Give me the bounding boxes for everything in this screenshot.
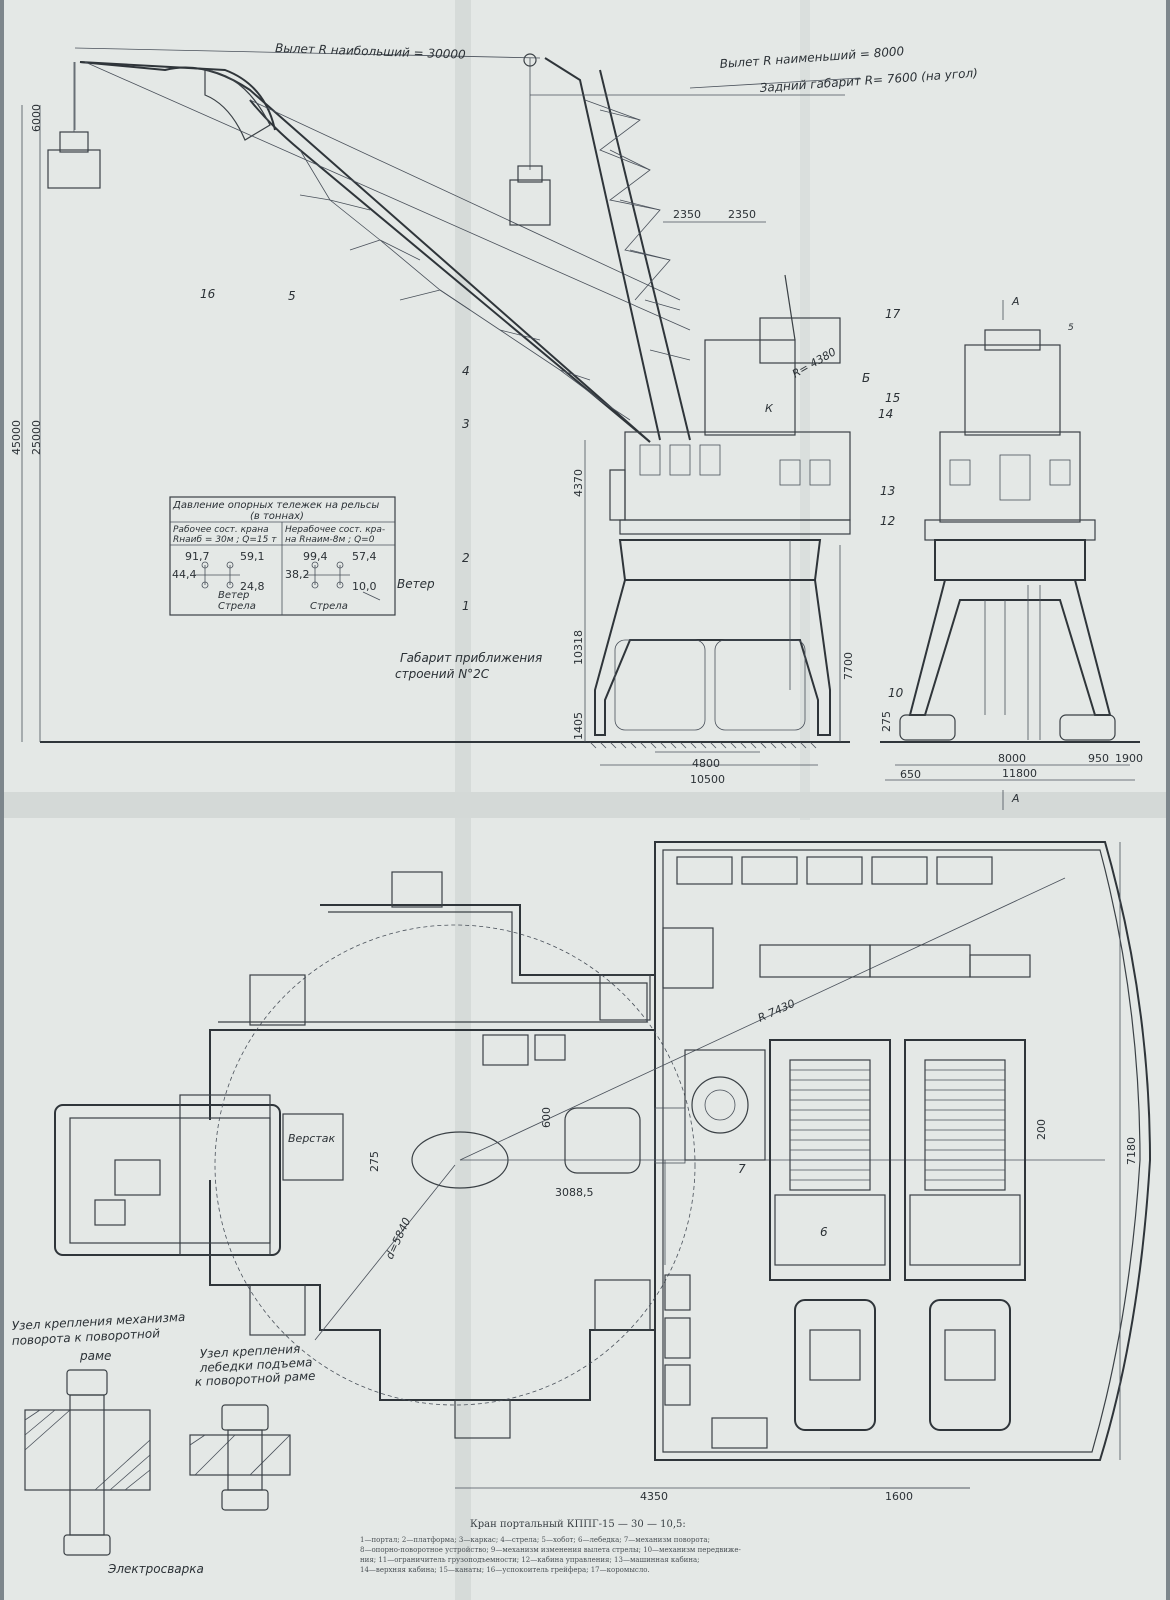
clearance-2: строений N°2С [395,667,490,681]
dim-200: 200 [1035,1119,1048,1140]
callout-1: 1 [462,599,470,613]
label-letter-s: 5 [1068,323,1074,333]
callout-13: 13 [880,484,895,498]
dim-7700: 7700 [842,652,855,680]
detail-node-1 [24,1369,151,1556]
idle-state-1: Нерабочее сост. кра- [285,525,385,535]
dim-7180: 7180 [1125,1137,1138,1165]
dim-1600: 1600 [885,1490,913,1503]
dim-4350: 4350 [640,1490,668,1503]
dim-600: 600 [540,1107,553,1128]
callout-4: 4 [462,364,470,378]
boom-raised [509,53,691,441]
node2-line2: лебедки подъема [198,1355,312,1375]
legend-line1: 1—портал; 2—платформа; 3—каркас; 4—стрел… [360,1536,710,1544]
pressure-44-4: 44,4 [172,568,197,581]
callout-3: 3 [462,417,470,431]
label-welding: Электросварка [107,1562,204,1576]
callout-14: 14 [878,407,893,421]
work-state-2: Rнаиб = 30м ; Q=15 т [173,535,277,545]
callout-12: 12 [880,514,895,528]
node1-line3: раме [79,1349,111,1363]
dim-1900: 1900 [1115,752,1143,765]
dim-2350a: 2350 [673,208,701,221]
dim-45000: 45000 [10,420,23,455]
callout-17: 17 [885,307,901,321]
clearance-1: Габарит приближения [400,651,542,665]
label-letter-b: Б [862,371,870,385]
paper-fold-vertical-2 [800,0,810,820]
plan-view [54,841,1152,1489]
callout-5: 5 [288,289,296,303]
grab-max-reach [47,62,101,189]
work-state-1: Рабочее сост. крана [173,525,269,535]
dim-650: 650 [900,768,921,781]
callout-2: 2 [462,551,470,565]
legend-line3: ния; 11—ограничитель грузоподъемности; 1… [360,1556,700,1564]
wind-left: Ветер [218,590,249,601]
dim-11800: 11800 [1002,767,1037,780]
boom-right: Стрела [310,601,348,612]
callout-10: 10 [888,686,904,700]
idle-state-2: на Rнаим-8м ; Q=0 [285,535,375,545]
legend-line2: 8—опорно-поворотное устройство; 9—механи… [360,1546,742,1554]
dim-4800: 4800 [692,757,720,770]
node2-line1: Узел крепления [199,1342,300,1361]
dim-950: 950 [1088,752,1109,765]
side-view [21,47,861,766]
label-section-a-top: A [1011,295,1020,308]
paper-fold-horizontal [4,792,1166,818]
pressure-91-7: 91,7 [185,550,210,563]
pressure-38-2: 38,2 [285,568,310,581]
label-workbench: Верстак [288,1132,335,1145]
front-view [880,300,1140,810]
label-section-a-bottom: A [1011,792,1020,805]
caption-title: Кран портальный КППГ-15 — 30 — 10,5: [470,1519,686,1530]
dim-8000: 8000 [998,752,1026,765]
callout-16: 16 [200,287,216,301]
dim-275a: 275 [880,711,893,732]
dim-275b: 275 [368,1151,381,1172]
boom-left: Стрела [218,601,256,612]
node2-line3: к поворотной раме [194,1369,315,1389]
callout-7: 7 [738,1162,746,1176]
dim-1405: 1405 [572,712,585,740]
detail-node-2 [189,1404,291,1511]
pressure-99-4: 99,4 [303,550,328,563]
dim-3088: 3088,5 [555,1186,594,1199]
legend-line4: 14—верхняя кабина; 15—канаты; 16—успокои… [360,1566,650,1574]
pressure-24-8: 24,8 [240,580,265,593]
pressure-table [169,496,396,616]
dim-10318: 10318 [572,630,585,665]
portal [594,539,831,736]
pressure-title-1: Давление опорных тележек на рельсы [172,500,379,511]
dim-6000: 6000 [30,104,43,132]
superstructure [609,274,851,535]
dim-10500: 10500 [690,773,725,786]
dim-4370: 4370 [572,469,585,497]
wind-right: Ветер [397,577,435,591]
dim-25000: 25000 [30,420,43,455]
pressure-59-1: 59,1 [240,550,265,563]
callout-6: 6 [820,1225,828,1239]
dim-2350b: 2350 [728,208,756,221]
pressure-57-4: 57,4 [352,550,377,563]
pressure-title-2: (в тоннах) [250,511,304,522]
callout-15: 15 [885,391,900,405]
label-reach-max: Вылет R наибольший = 30000 [275,41,466,62]
pressure-10-0: 10,0 [352,580,377,593]
label-letter-k: К [765,402,774,415]
boom [74,61,691,443]
